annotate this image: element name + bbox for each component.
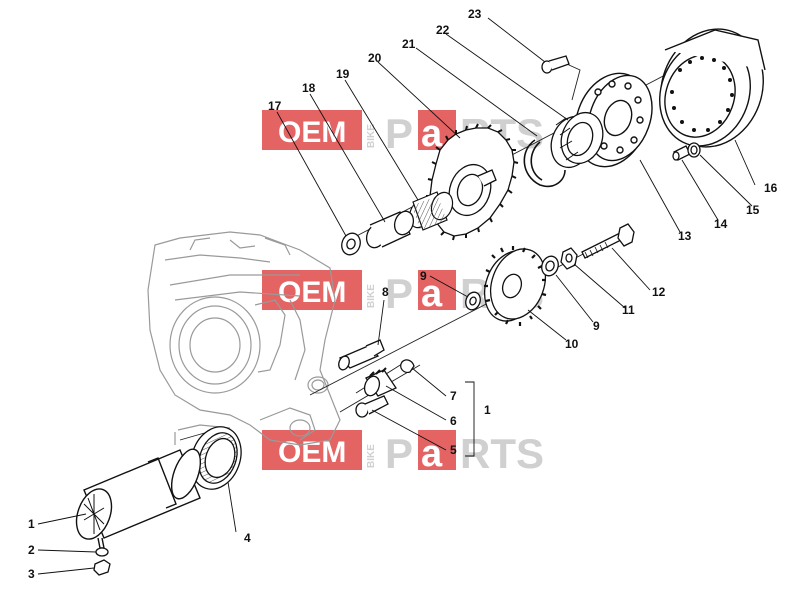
- part-21-circlip: [523, 139, 566, 188]
- callout-21: 21: [402, 37, 416, 51]
- part-11-nut: [560, 247, 578, 270]
- watermark-p: P: [385, 110, 413, 157]
- part-10-intermediate-gear: [483, 246, 547, 326]
- watermark-bottom: OEM BIKE P a RTS: [262, 430, 544, 477]
- callout-8: 8: [382, 285, 389, 299]
- callout-12: 12: [652, 285, 666, 299]
- callout-9-right: 9: [593, 319, 600, 333]
- watermark-oem: OEM: [278, 436, 346, 469]
- callout-17: 17: [268, 99, 282, 113]
- part-4-gasket: [190, 426, 242, 490]
- watermark-rts: RTS: [460, 430, 544, 477]
- callout-15: 15: [746, 203, 760, 217]
- part-18-bushing: [365, 210, 415, 249]
- part-6-pinion: [363, 367, 397, 397]
- callout-10: 10: [565, 337, 579, 351]
- callout-labels: 1 2 3 4 5 6 7 8 9 9 10 11 12 13 14 15 16…: [28, 7, 778, 581]
- watermark-top: OEM BIKE P a RTS: [262, 110, 544, 157]
- callout-19: 19: [336, 67, 350, 81]
- watermark-a: a: [421, 113, 443, 155]
- part-16-rotor-housing: [659, 28, 766, 148]
- callout-2: 2: [28, 543, 35, 557]
- crankcase: [147, 231, 341, 446]
- callout-4: 4: [244, 531, 251, 545]
- callout-14: 14: [714, 217, 728, 231]
- callout-13: 13: [678, 229, 692, 243]
- watermark-bike: BIKE: [366, 284, 377, 308]
- callout-18: 18: [302, 81, 316, 95]
- callout-group-1: 1: [484, 403, 491, 417]
- leader-lines: [37, 17, 756, 575]
- callout-7: 7: [450, 389, 457, 403]
- callout-11: 11: [622, 303, 635, 317]
- part-20-large-gear: [426, 123, 519, 241]
- part-3-nut: [93, 559, 111, 576]
- watermark-bike: BIKE: [366, 444, 377, 468]
- callout-20: 20: [368, 51, 382, 65]
- part-9-washer-right: [541, 255, 559, 277]
- part-12-long-bolt: [581, 223, 635, 259]
- callout-5: 5: [450, 443, 457, 457]
- watermark-a: a: [421, 273, 443, 315]
- part-9-washer-left: [465, 291, 481, 311]
- part-7-clip: [400, 359, 415, 374]
- callout-1: 1: [28, 517, 35, 531]
- callout-9-left: 9: [420, 269, 427, 283]
- part-5-screw: [355, 395, 389, 418]
- part-2-washer: [95, 547, 109, 557]
- callout-3: 3: [28, 567, 35, 581]
- callout-22: 22: [436, 23, 450, 37]
- part-17-washer: [341, 232, 361, 256]
- watermark-bg: [262, 110, 362, 150]
- watermark-bike: BIKE: [366, 124, 377, 148]
- part-23-bolt: [541, 55, 570, 74]
- watermark-oem: OEM: [278, 276, 346, 309]
- watermark-oem: OEM: [278, 116, 346, 149]
- callout-23: 23: [468, 7, 482, 21]
- callout-16: 16: [764, 181, 778, 195]
- part-8-shaft: [338, 339, 385, 371]
- callout-6: 6: [450, 414, 457, 428]
- watermark-p: P: [385, 430, 413, 477]
- watermark-p: P: [385, 270, 413, 317]
- part-1-starter-motor: [75, 448, 202, 549]
- part-19-needle-bearing: [408, 191, 454, 231]
- part-22-sprag-bearing: [550, 111, 604, 169]
- part-15-ring: [687, 142, 701, 158]
- part-14-pin: [672, 145, 691, 161]
- watermark-a: a: [421, 433, 443, 475]
